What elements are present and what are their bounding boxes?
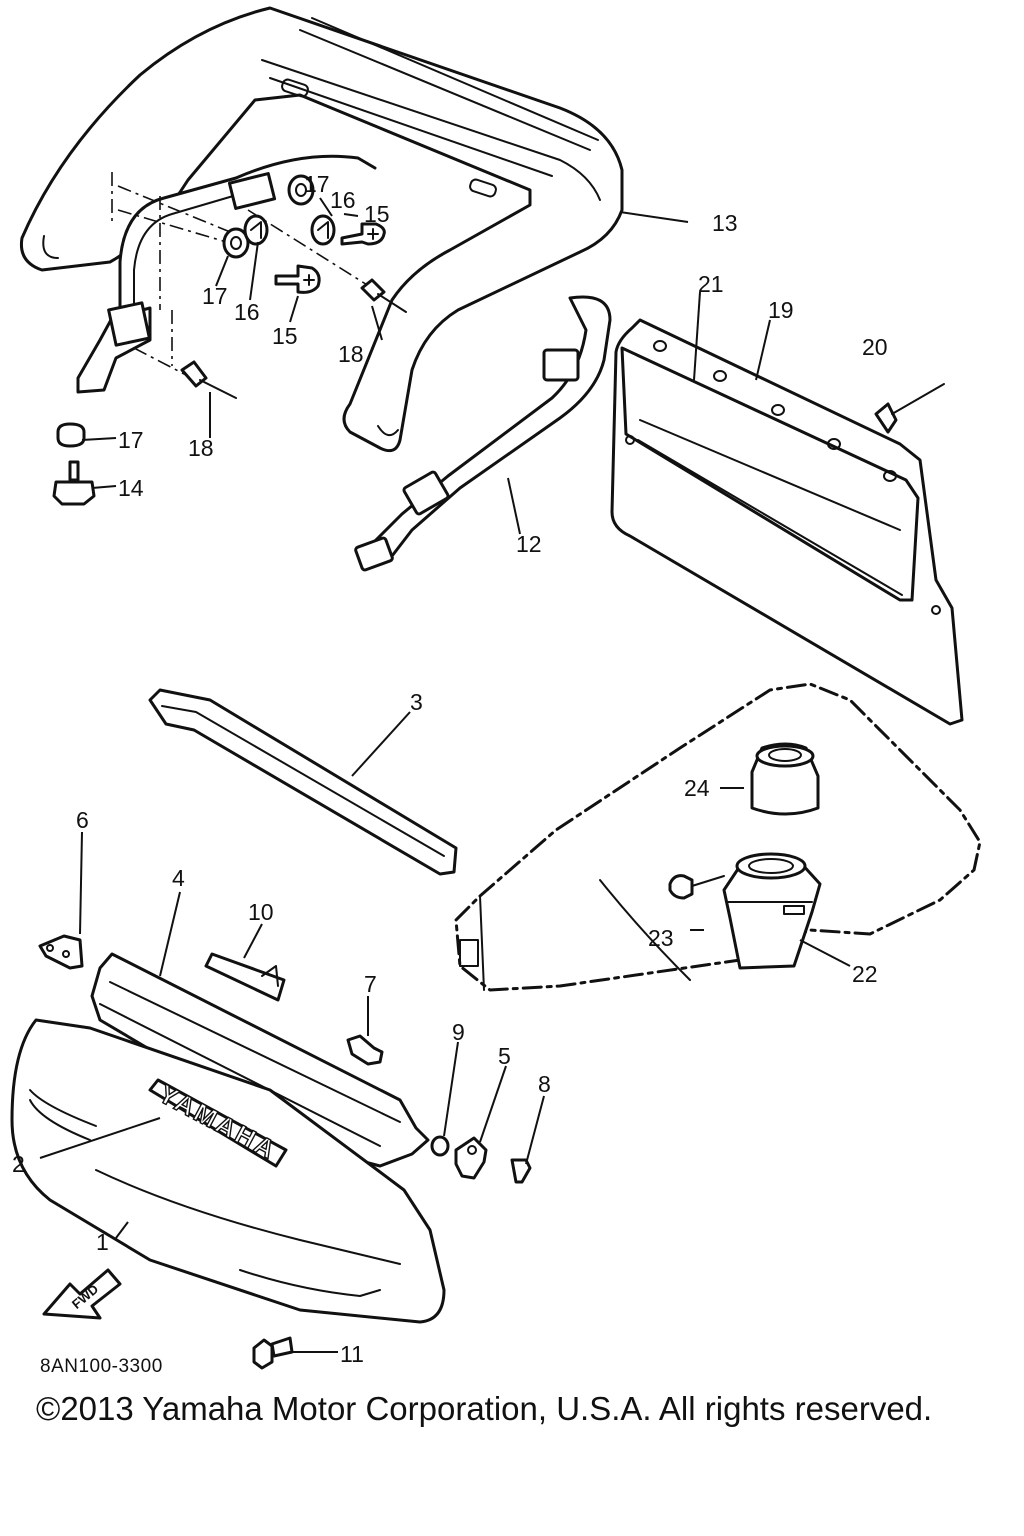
- callout-11: 11: [340, 1341, 364, 1367]
- callout-8: 8: [538, 1071, 551, 1097]
- part-19-flap-panel: [610, 318, 964, 726]
- part-13-handle-frame: [19, 6, 624, 453]
- callout-14: 14: [118, 475, 144, 501]
- callout-5: 5: [498, 1043, 511, 1069]
- callout-18-mid: 18: [338, 341, 364, 367]
- part-6-bracket: [38, 934, 84, 970]
- part-14-bolt: [52, 460, 96, 506]
- callout-10: 10: [248, 899, 274, 925]
- callout-2: 2: [12, 1151, 25, 1177]
- diagram-code-label: 8AN100-3300: [40, 1356, 163, 1377]
- callout-6: 6: [76, 807, 89, 833]
- callout-13: 13: [712, 210, 738, 236]
- part-10-strip: [204, 952, 286, 1002]
- callout-17-top: 17: [304, 171, 330, 197]
- callout-17-mid: 17: [202, 283, 228, 309]
- callout-19: 19: [768, 297, 794, 323]
- callout-numbers: 13 21 19 20 12 3 6 4 10 7 9 5 8 2 1 11 1…: [12, 171, 888, 1367]
- fwd-arrow-icon: FWD: [42, 1268, 122, 1320]
- part-11-bolt: [252, 1336, 294, 1370]
- callout-22: 22: [852, 961, 878, 987]
- part-17-washers: [56, 174, 315, 448]
- part-1-front-cover: [10, 1018, 446, 1324]
- part-7-clip: [346, 1034, 384, 1066]
- callout-9: 9: [452, 1019, 465, 1045]
- fuel-tank-body: [454, 682, 982, 992]
- part-3-bar: [148, 688, 458, 876]
- callout-15-top: 15: [364, 201, 390, 227]
- part-8-pin: [510, 1158, 532, 1184]
- callout-18-lower: 18: [188, 435, 214, 461]
- callout-7: 7: [364, 971, 377, 997]
- callout-leader-lines: [39, 197, 851, 1353]
- part-18-rivets: [180, 278, 407, 399]
- part-22-filler-neck: [722, 852, 822, 970]
- part-20-rivet: [874, 383, 945, 434]
- callout-3: 3: [410, 689, 423, 715]
- callout-16-mid: 16: [234, 299, 260, 325]
- callout-21: 21: [698, 271, 724, 297]
- part-5-bracket: [454, 1136, 488, 1180]
- part-23-screw: [668, 874, 725, 900]
- callout-17-lower: 17: [118, 427, 144, 453]
- callout-4: 4: [172, 865, 185, 891]
- callout-20: 20: [862, 334, 888, 360]
- part-4-channel: [90, 952, 430, 1168]
- part-9-washer: [430, 1135, 450, 1157]
- part-24-cap: [750, 742, 820, 816]
- callout-12: 12: [516, 531, 542, 557]
- callout-16-top: 16: [330, 187, 356, 213]
- callout-15-mid: 15: [272, 323, 298, 349]
- part-16-lock-washers: [243, 214, 336, 246]
- copyright-notice: ©2013 Yamaha Motor Corporation, U.S.A. A…: [36, 1390, 933, 1427]
- callout-24: 24: [684, 775, 710, 801]
- callout-1: 1: [96, 1229, 109, 1255]
- callout-23: 23: [648, 925, 674, 951]
